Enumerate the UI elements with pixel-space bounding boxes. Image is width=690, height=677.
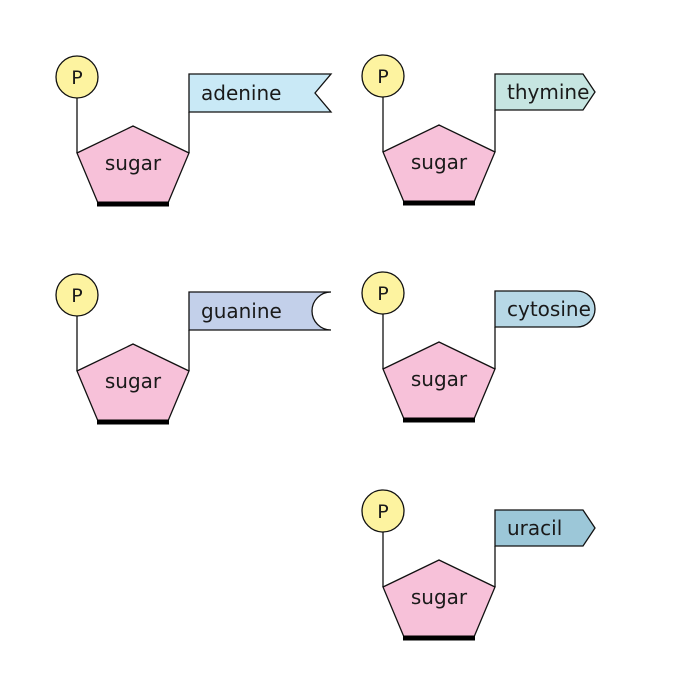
base-label-guanine: guanine: [201, 299, 282, 323]
sugar-label: sugar: [105, 369, 162, 393]
phosphate-label: P: [377, 66, 388, 88]
phosphate-circle: [361, 271, 405, 315]
sugar-label: sugar: [411, 367, 468, 391]
phosphate-label: P: [71, 67, 82, 89]
base-label-thymine: thymine: [507, 80, 589, 104]
phosphate-label: P: [71, 285, 82, 307]
sugar-pentagon: [76, 125, 190, 204]
phosphate-label: P: [377, 283, 388, 305]
phosphate-label: P: [377, 501, 388, 523]
sugar-pentagon: [76, 343, 190, 422]
sugar-pentagon: [382, 124, 496, 203]
base-label-adenine: adenine: [201, 81, 281, 105]
phosphate-circle: [361, 54, 405, 98]
base-tag-uracil: [494, 509, 596, 547]
base-tag-guanine: [188, 291, 332, 331]
base-label-cytosine: cytosine: [507, 297, 591, 321]
sugar-label: sugar: [105, 151, 162, 175]
phosphate-circle: [361, 489, 405, 533]
base-tag-thymine: [494, 73, 596, 111]
sugar-label: sugar: [411, 585, 468, 609]
base-tag-adenine: [188, 73, 333, 113]
sugar-pentagon: [382, 559, 496, 638]
phosphate-circle: [55, 273, 99, 317]
phosphate-circle: [55, 55, 99, 99]
base-tag-cytosine: [494, 290, 596, 328]
base-label-uracil: uracil: [507, 516, 562, 540]
sugar-pentagon: [382, 341, 496, 420]
sugar-label: sugar: [411, 150, 468, 174]
